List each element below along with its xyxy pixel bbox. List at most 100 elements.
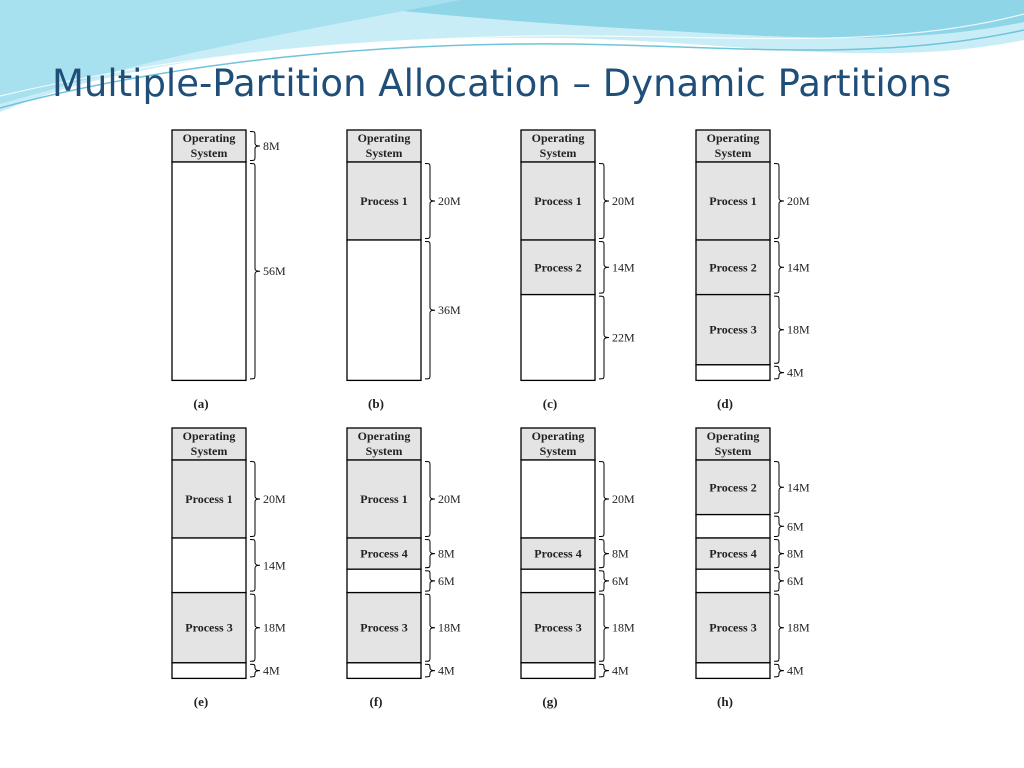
process-label: Process 2 xyxy=(709,260,756,274)
size-label: 18M xyxy=(263,621,286,635)
free-block xyxy=(695,568,771,594)
panel-label: (g) xyxy=(542,694,557,709)
size-label: 18M xyxy=(612,621,635,635)
size-label: 20M xyxy=(438,194,461,208)
size-brace xyxy=(598,539,610,569)
process-label: Process 2 xyxy=(709,480,756,494)
os-label-line2: System xyxy=(366,146,403,160)
free-block xyxy=(520,568,596,594)
os-label-line2: System xyxy=(191,146,228,160)
process-label: Process 4 xyxy=(534,547,581,561)
size-brace xyxy=(424,539,436,569)
size-label: 4M xyxy=(263,664,280,678)
os-label-line1: Operating xyxy=(358,429,411,443)
size-brace xyxy=(773,241,785,294)
size-label: 20M xyxy=(612,492,635,506)
size-brace xyxy=(598,295,610,380)
size-brace xyxy=(424,241,436,380)
process-label: Process 3 xyxy=(185,621,232,635)
size-brace xyxy=(773,163,785,239)
size-label: 8M xyxy=(438,547,455,561)
os-block xyxy=(520,427,596,461)
os-block xyxy=(171,129,247,163)
size-label: 4M xyxy=(787,366,804,380)
process-block xyxy=(695,591,771,664)
size-label: 18M xyxy=(438,621,461,635)
process-block xyxy=(695,537,771,570)
free-block xyxy=(346,662,422,680)
size-label: 14M xyxy=(787,260,810,274)
os-label-line2: System xyxy=(540,146,577,160)
size-label: 14M xyxy=(263,558,286,572)
free-block xyxy=(171,537,247,594)
size-brace xyxy=(773,570,785,592)
size-label: 6M xyxy=(612,574,629,588)
size-brace xyxy=(598,461,610,537)
process-label: Process 4 xyxy=(360,547,407,561)
os-label-line2: System xyxy=(715,146,752,160)
process-label: Process 3 xyxy=(360,621,407,635)
size-brace xyxy=(424,593,436,662)
size-brace xyxy=(424,163,436,239)
size-brace xyxy=(249,461,261,537)
size-label: 14M xyxy=(787,480,810,494)
os-label-line1: Operating xyxy=(707,429,760,443)
size-label: 4M xyxy=(612,664,629,678)
free-block xyxy=(695,513,771,539)
size-brace xyxy=(249,663,261,678)
os-label-line2: System xyxy=(366,444,403,458)
process-block xyxy=(346,161,422,241)
size-brace xyxy=(773,663,785,678)
process-label: Process 1 xyxy=(534,194,581,208)
size-label: 22M xyxy=(612,331,635,345)
size-label: 20M xyxy=(438,492,461,506)
free-block xyxy=(346,239,422,382)
size-brace xyxy=(424,570,436,592)
size-label: 8M xyxy=(263,139,280,153)
size-label: 18M xyxy=(787,621,810,635)
free-block xyxy=(346,568,422,594)
process-block xyxy=(520,161,596,241)
size-brace xyxy=(598,163,610,239)
size-brace xyxy=(773,295,785,364)
free-block xyxy=(171,662,247,680)
size-brace xyxy=(598,570,610,592)
size-label: 18M xyxy=(787,323,810,337)
size-brace xyxy=(773,515,785,537)
size-brace xyxy=(249,539,261,592)
process-label: Process 3 xyxy=(534,621,581,635)
process-block xyxy=(695,459,771,516)
os-label-line2: System xyxy=(715,444,752,458)
size-label: 20M xyxy=(263,492,286,506)
process-label: Process 4 xyxy=(709,547,756,561)
panel-label: (a) xyxy=(193,396,208,411)
free-block xyxy=(520,459,596,539)
size-brace xyxy=(773,461,785,514)
process-label: Process 3 xyxy=(709,323,756,337)
size-label: 14M xyxy=(612,260,635,274)
size-brace xyxy=(598,663,610,678)
size-label: 20M xyxy=(787,194,810,208)
os-block xyxy=(171,427,247,461)
os-block xyxy=(695,129,771,163)
process-block xyxy=(695,293,771,366)
process-label: Process 2 xyxy=(534,260,581,274)
panel-label: (f) xyxy=(370,694,383,709)
process-label: Process 1 xyxy=(360,194,407,208)
os-label-line1: Operating xyxy=(532,131,585,145)
free-block xyxy=(520,293,596,382)
free-block xyxy=(520,662,596,680)
free-block xyxy=(695,364,771,382)
process-label: Process 3 xyxy=(709,621,756,635)
os-label-line1: Operating xyxy=(358,131,411,145)
os-label-line1: Operating xyxy=(183,429,236,443)
process-label: Process 1 xyxy=(360,492,407,506)
size-brace xyxy=(249,131,261,161)
panel-label: (e) xyxy=(194,694,208,709)
size-brace xyxy=(424,663,436,678)
